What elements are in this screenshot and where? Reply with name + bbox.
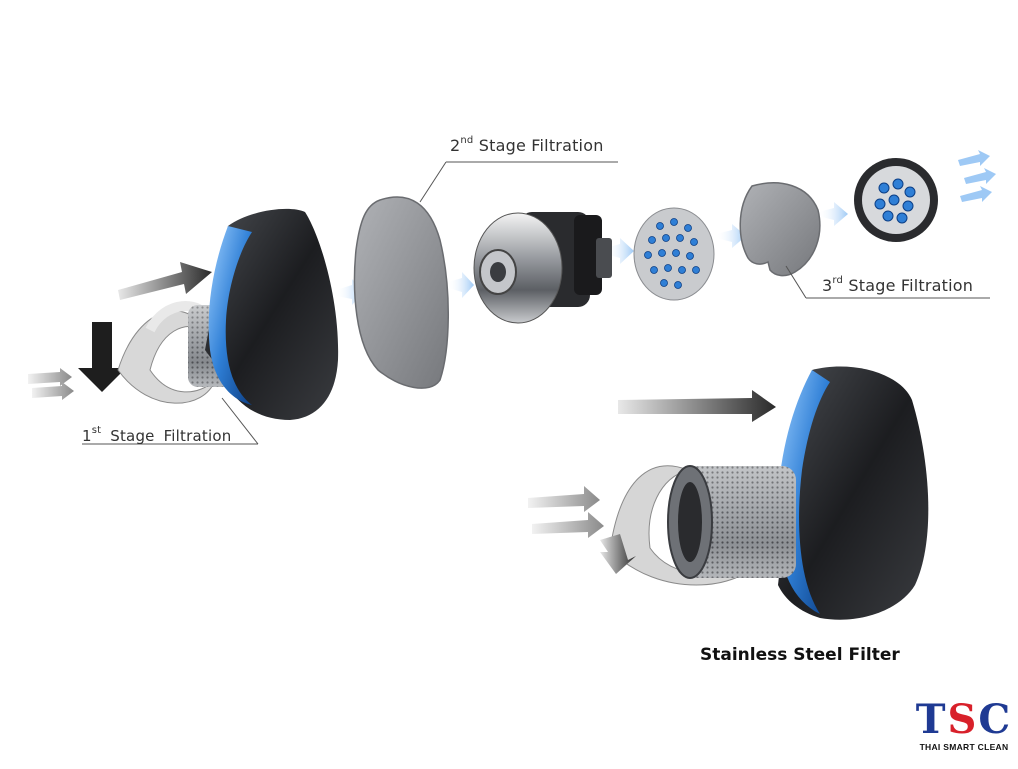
- stainless-mesh-cylinder-right: [667, 465, 796, 579]
- logo-letter-c: C: [978, 696, 1013, 743]
- label-stage-3-num: 3: [822, 276, 833, 295]
- label-stage-3-filtration: 3rd Stage Filtration: [822, 274, 974, 295]
- down-arrow: [78, 322, 126, 392]
- logo-letter-t: T: [915, 696, 948, 743]
- caption-stainless-steel-filter: Stainless Steel Filter: [700, 645, 900, 665]
- air-flow-2: [448, 272, 474, 298]
- leader-stage3: [785, 265, 807, 299]
- label-stage-1-num: 1: [82, 427, 92, 445]
- inlet-arrows-left: [28, 368, 74, 400]
- logo-subtitle: THAI SMART CLEAN: [919, 742, 1009, 752]
- label-stage-2-num: 2: [450, 136, 461, 155]
- label-stage-1-sup: st: [91, 425, 102, 436]
- foam-filter: [353, 196, 449, 389]
- flow-arrow-top-right: [618, 390, 776, 422]
- label-stage-1-filtration: 1st Stage Filtration: [82, 425, 232, 445]
- leader-stage1: [221, 397, 259, 445]
- hepa-filter: [739, 182, 821, 277]
- flow-arrow-top-left: [118, 262, 212, 300]
- label-stage-1-text: Stage Filtration: [110, 427, 232, 445]
- cyclone-housing-left: [205, 208, 339, 420]
- cyclone-housing-right: [777, 366, 929, 620]
- outlet-arrows: [958, 150, 996, 202]
- air-flow-5: [818, 202, 848, 226]
- label-stage-2-text: Stage Filtration: [478, 136, 604, 155]
- inlet-arrows-right: [528, 486, 604, 538]
- label-stage-3-text: Stage Filtration: [848, 276, 974, 295]
- motor: [473, 212, 612, 324]
- cyclone-swirl-right: [600, 465, 762, 586]
- logo-mark: TSC: [914, 700, 1014, 740]
- air-flow-4: [716, 224, 746, 248]
- label-stage-2-sup: nd: [460, 134, 474, 146]
- label-stage-2-filtration: 2nd Stage Filtration: [450, 134, 604, 155]
- leader-stage2: [419, 161, 447, 203]
- air-flow-3: [606, 238, 634, 264]
- tsc-logo: TSC THAI SMART CLEAN: [914, 700, 1014, 753]
- logo-letter-s: S: [947, 696, 979, 743]
- outlet-cover: [854, 158, 938, 242]
- perforated-disk: [633, 207, 715, 301]
- label-stage-3-sup: rd: [832, 274, 844, 286]
